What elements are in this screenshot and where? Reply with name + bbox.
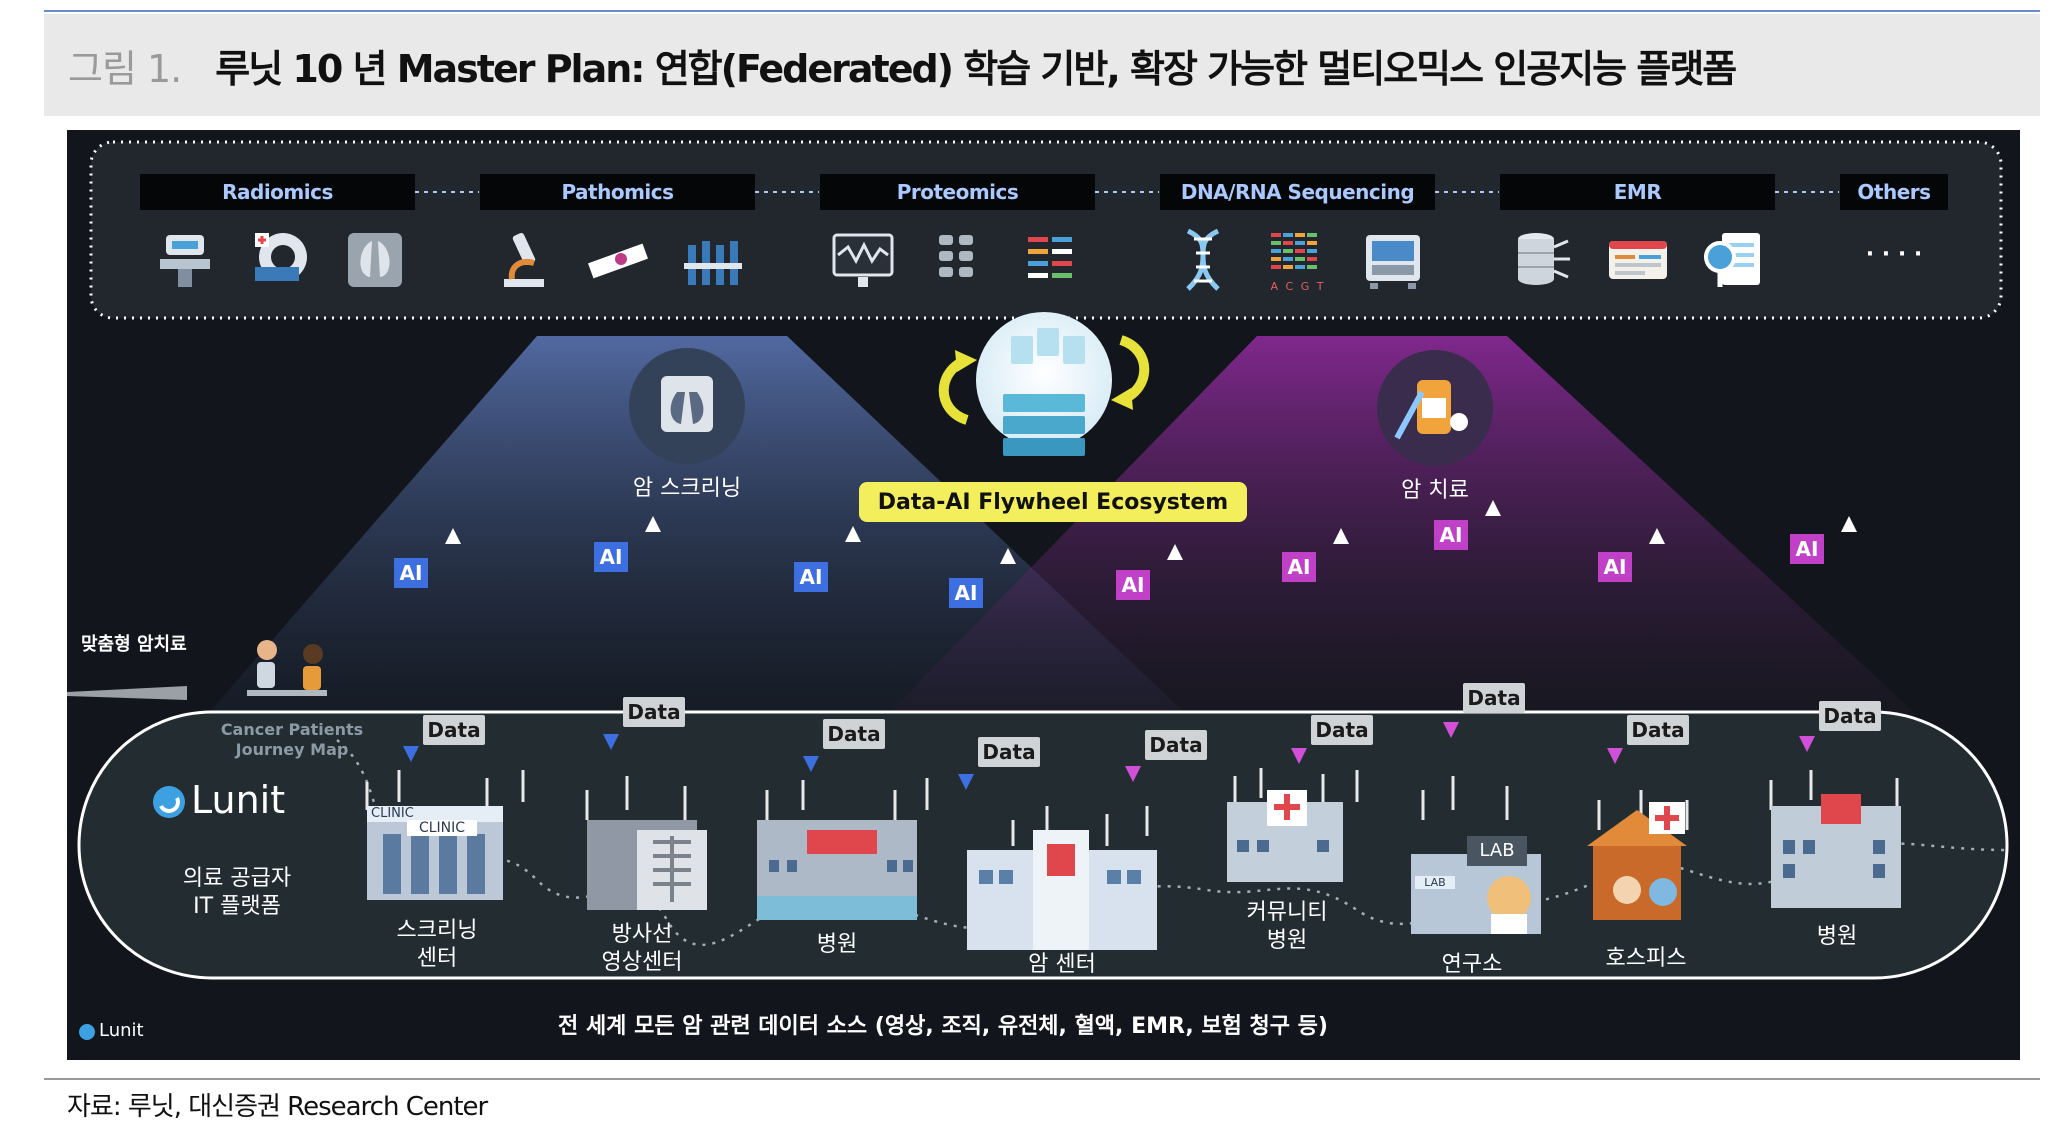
data-tag: Data bbox=[1627, 715, 1689, 745]
ct-scanner-icon bbox=[160, 235, 210, 287]
lunit-logo-swoosh bbox=[159, 797, 180, 813]
screening-label: 암 스크리닝 bbox=[632, 476, 742, 501]
database-icon bbox=[1518, 233, 1570, 285]
personalized-treatment-label: 맞춤형 암치료 bbox=[81, 634, 187, 655]
protein-structure-icon bbox=[939, 235, 973, 277]
gel-bands-icon bbox=[1028, 237, 1072, 278]
ai-tag: AI bbox=[1598, 552, 1632, 582]
source-note: 자료: 루닛, 대신증권 Research Center bbox=[67, 1092, 488, 1122]
screening-icon bbox=[629, 348, 745, 464]
ai-tag: AI bbox=[594, 542, 628, 572]
glass-slide-icon bbox=[588, 243, 648, 279]
data-tag: Data bbox=[423, 715, 485, 745]
data-tag: Data bbox=[1819, 701, 1881, 731]
ai-tag: AI bbox=[1434, 520, 1468, 550]
ai-tag: AI bbox=[1282, 552, 1316, 582]
patient-journey-path bbox=[336, 739, 2008, 946]
building-screening-center bbox=[367, 806, 503, 900]
figure-number: 그림 1. bbox=[68, 46, 182, 91]
data-tag: Data bbox=[623, 697, 685, 727]
flywheel-label: Data-AI Flywheel Ecosystem bbox=[859, 482, 1247, 522]
record-card-icon bbox=[1609, 241, 1667, 279]
site-label-screening-center: 스크리닝 bbox=[396, 918, 478, 943]
treatment-icon bbox=[1377, 350, 1493, 466]
building-hospice bbox=[1587, 802, 1687, 920]
source-label-pathomics: Pathomics bbox=[480, 174, 755, 210]
personalized-arrow bbox=[67, 686, 187, 700]
brand-subtitle-line1: 의료 공급자 bbox=[182, 866, 292, 891]
lung-xray-icon bbox=[348, 233, 402, 287]
lab-sign: LAB bbox=[1479, 840, 1515, 861]
sequencer-machine-icon bbox=[1366, 235, 1420, 289]
sequence-letters: A C G T bbox=[1270, 280, 1326, 293]
diagram-background bbox=[67, 140, 2009, 1040]
microscope-icon bbox=[504, 232, 544, 287]
site-label-radiology-center: 방사선 bbox=[611, 922, 673, 947]
dna-helix-icon bbox=[1186, 228, 1220, 291]
clinic-sign-back: CLINIC bbox=[371, 806, 414, 821]
site-label-hospice: 호스피스 bbox=[1605, 946, 1687, 971]
ai-tag: AI bbox=[794, 562, 828, 592]
mri-machine-icon bbox=[255, 233, 307, 281]
data-tag: Data bbox=[1145, 730, 1207, 760]
building-radiology-center bbox=[587, 820, 707, 910]
site-label-radiology-center-line2: 영상센터 bbox=[601, 950, 683, 975]
waveform-monitor-icon bbox=[832, 233, 894, 287]
clinic-sign-front: CLINIC bbox=[407, 820, 477, 836]
source-label-proteomics: Proteomics bbox=[820, 174, 1095, 210]
ai-tag: AI bbox=[949, 578, 983, 608]
source-label-emr: EMR bbox=[1500, 174, 1775, 210]
site-label-community-hospital-line2: 병원 bbox=[1266, 928, 1308, 953]
building-hospital-2 bbox=[1771, 794, 1901, 908]
sequence-grid-icon bbox=[1271, 233, 1317, 269]
figure-title-band: 그림 1. 루닛 10 년 Master Plan: 연합(Federated)… bbox=[44, 14, 2040, 116]
site-label-research-lab: 연구소 bbox=[1441, 952, 1503, 977]
site-label-cancer-center: 암 센터 bbox=[1028, 952, 1096, 977]
footer-rule bbox=[44, 1078, 2040, 1080]
brand-subtitle-line2: IT 플랫폼 bbox=[193, 894, 281, 919]
data-tag: Data bbox=[1311, 715, 1373, 745]
lunit-logo-mark bbox=[153, 786, 185, 818]
lunit-brand-name: Lunit bbox=[191, 778, 286, 822]
source-label-dna-rna: DNA/RNA Sequencing bbox=[1160, 174, 1435, 210]
data-tag: Data bbox=[1463, 683, 1525, 713]
site-label-community-hospital: 커뮤니티 bbox=[1246, 900, 1328, 925]
site-label-hospital-2: 병원 bbox=[1816, 924, 1858, 949]
building-cancer-center bbox=[967, 830, 1157, 950]
building-community-hospital bbox=[1227, 790, 1343, 882]
document-search-icon bbox=[1704, 233, 1760, 287]
figure-title: 루닛 10 년 Master Plan: 연합(Federated) 학습 기반… bbox=[215, 46, 1737, 91]
treatment-label: 암 치료 bbox=[1401, 478, 1469, 503]
ai-tag: AI bbox=[1790, 534, 1824, 564]
source-label-radiomics: Radiomics bbox=[140, 174, 415, 210]
bottom-caption: 전 세계 모든 암 관련 데이터 소스 (영상, 조직, 유전체, 혈액, EM… bbox=[558, 1014, 1328, 1039]
top-rule bbox=[44, 10, 2040, 12]
journey-map-label-line1: Cancer Patients bbox=[220, 720, 364, 739]
lunit-corner-logo-text: Lunit bbox=[99, 1020, 144, 1041]
others-ellipsis: · · · · bbox=[1865, 242, 1923, 267]
lab-sign-small: LAB bbox=[1415, 876, 1455, 889]
site-upload-arrows bbox=[365, 768, 1899, 846]
ai-tag: AI bbox=[394, 558, 428, 588]
site-label-hospital-1: 병원 bbox=[816, 932, 858, 957]
flow-arrows bbox=[403, 500, 1857, 790]
source-label-others: Others bbox=[1840, 174, 1948, 210]
ai-tag: AI bbox=[1116, 570, 1150, 600]
data-tag: Data bbox=[823, 719, 885, 749]
lunit-master-plan-diagram: Radiomics Pathomics Proteomics DNA/RNA S… bbox=[67, 130, 2020, 1060]
data-tag: Data bbox=[978, 737, 1040, 767]
building-hospital-1 bbox=[757, 820, 917, 920]
building-research-lab bbox=[1411, 836, 1541, 934]
flywheel-icon bbox=[938, 312, 1150, 456]
lunit-corner-logo-mark bbox=[79, 1024, 95, 1040]
site-label-screening-center-line2: 센터 bbox=[416, 946, 458, 971]
test-tubes-icon bbox=[684, 241, 742, 285]
patient-consult-icon bbox=[247, 640, 327, 696]
journey-map-label-line2: Journey Map bbox=[235, 740, 349, 759]
